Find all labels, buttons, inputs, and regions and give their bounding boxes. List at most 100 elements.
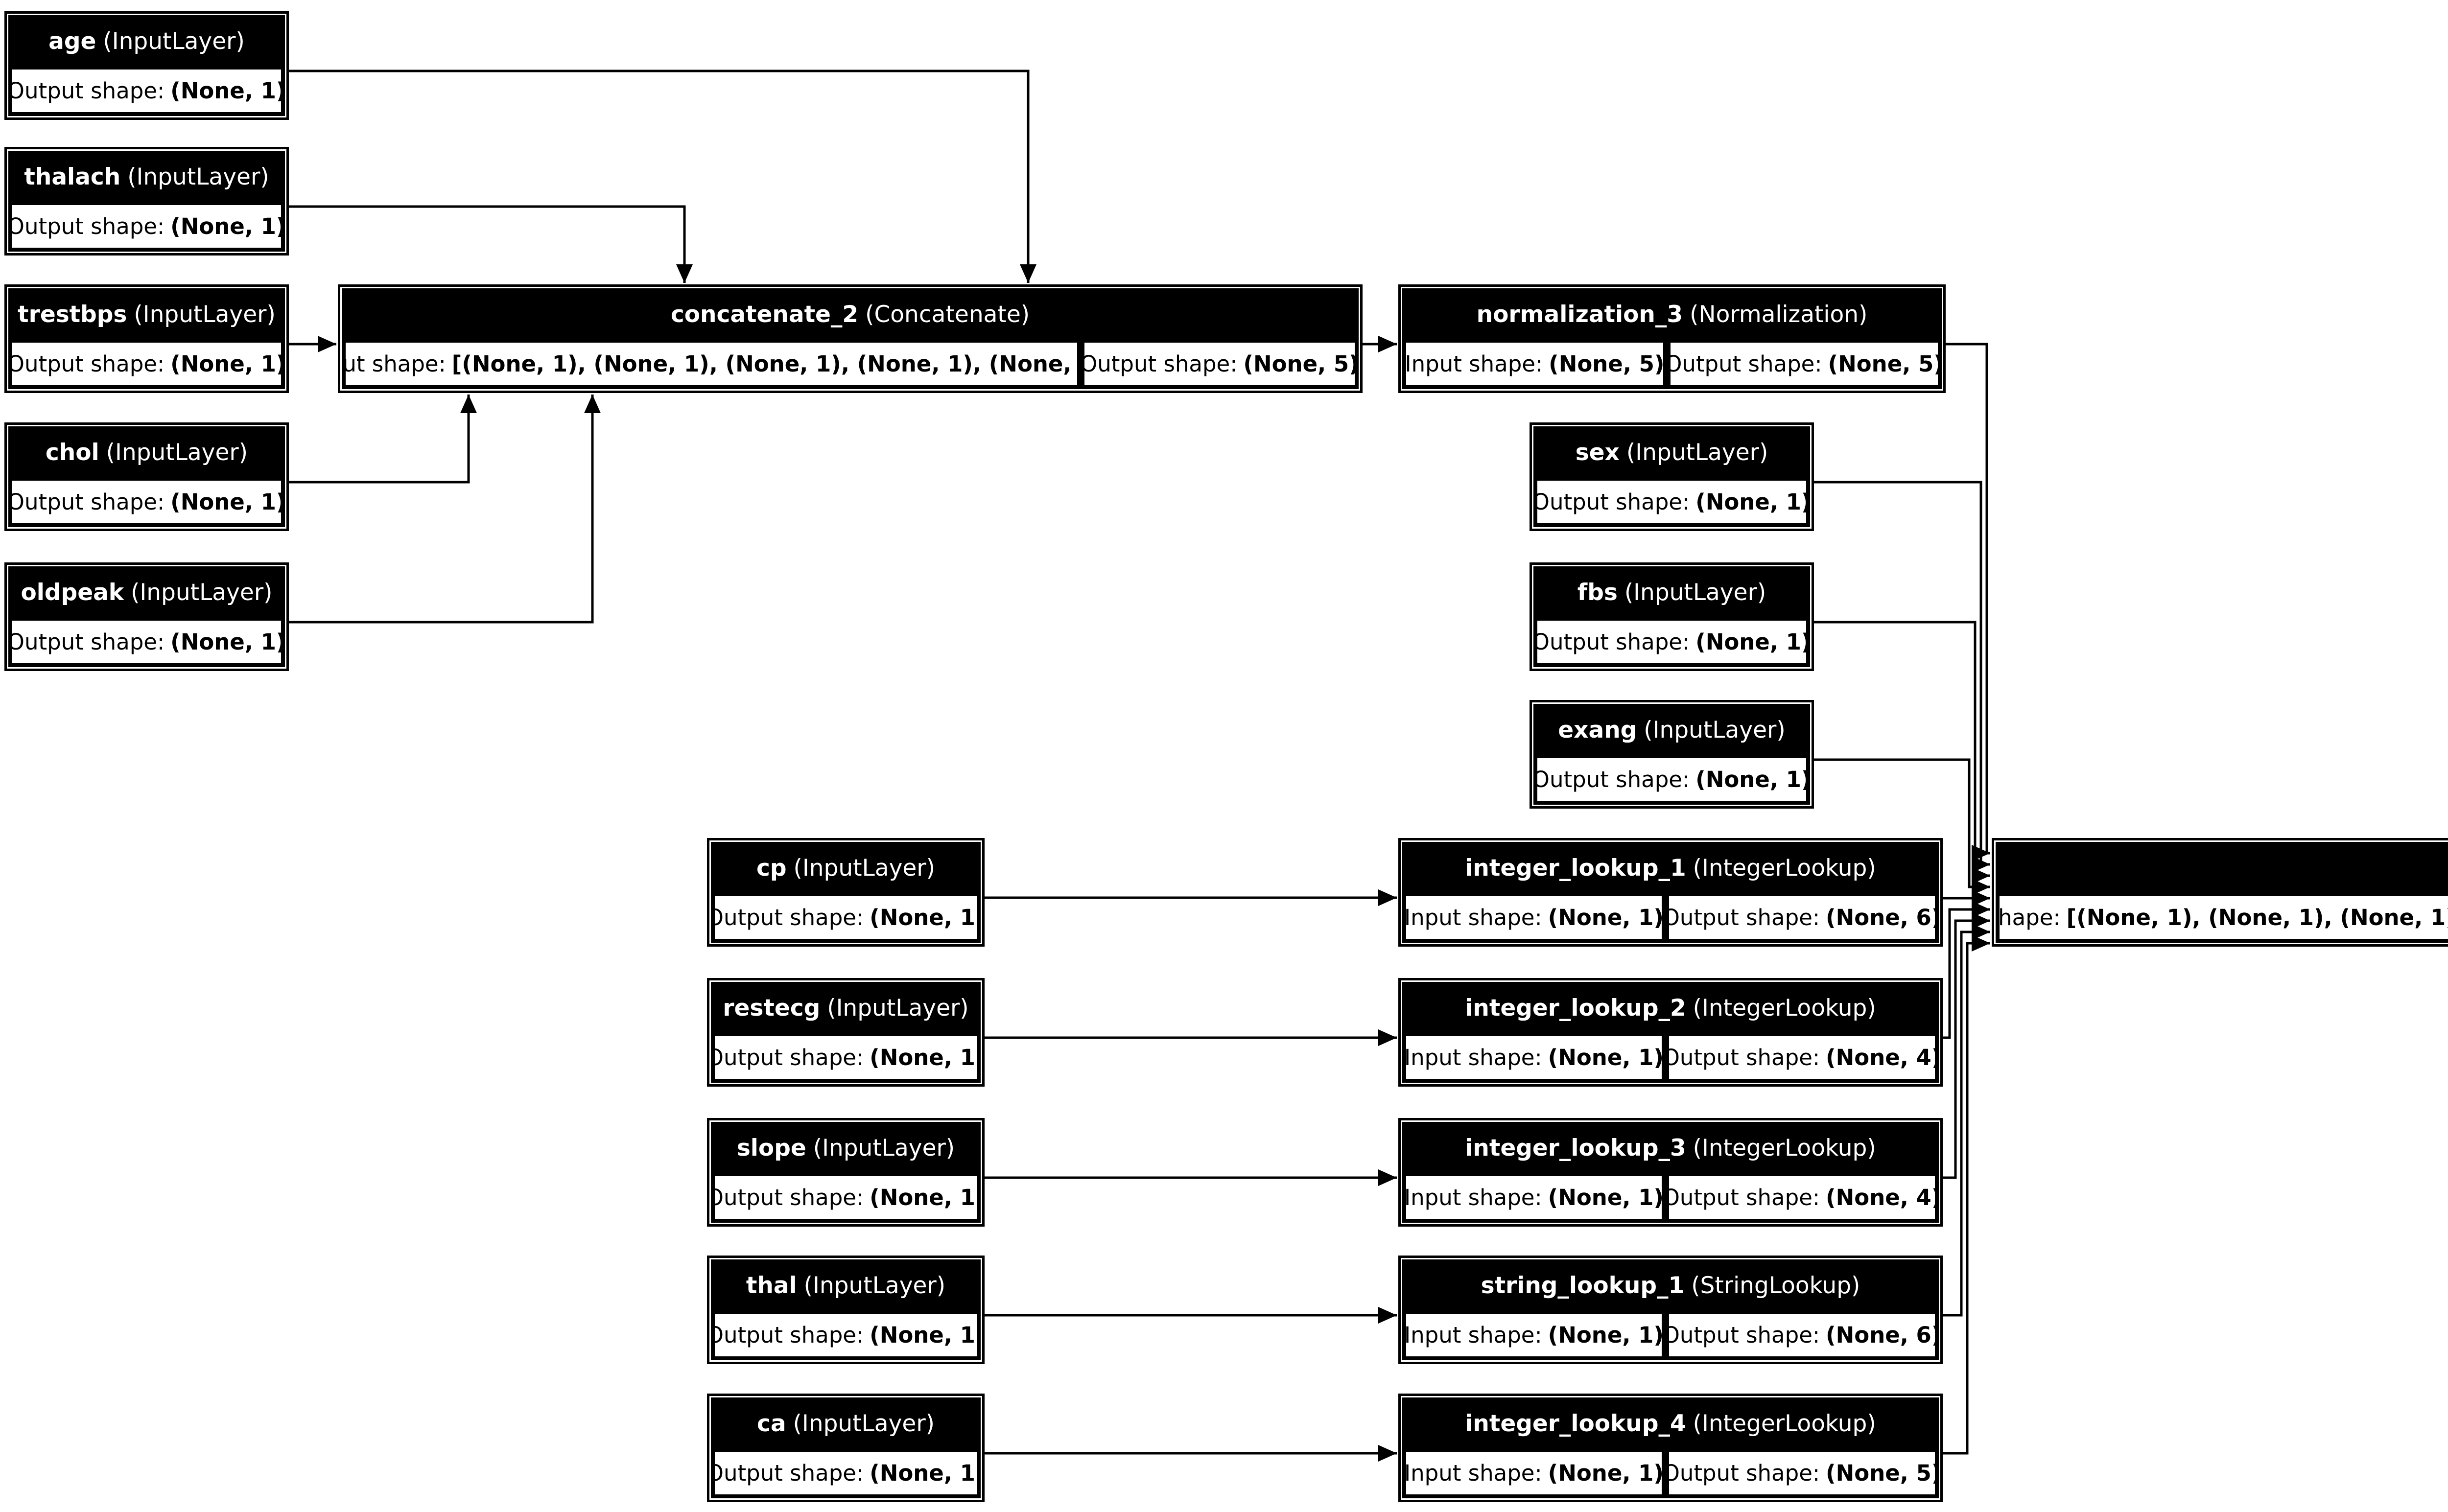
input-shape-cell: Input shape:[(None, 1), (None, 1), (None… (1998, 894, 2448, 941)
layer-type: (InputLayer) (793, 1410, 935, 1437)
layer-type: (InputLayer) (1644, 717, 1786, 744)
node-title: fbs(InputLayer) (1533, 566, 1810, 619)
input-shape-cell: Input shape:(None, 1) (1404, 1174, 1664, 1221)
node-title: age (InputLayer) (8, 15, 285, 68)
output-shape-cell: Output shape:(None, 6) (1667, 1312, 1937, 1358)
layer-name: integer_lookup_2 (1465, 995, 1686, 1022)
output-shape-cell: Output shape:(None, 1) (10, 203, 283, 250)
output-shape-value: (None, 6) (1826, 1322, 1937, 1348)
layer-name: ca (757, 1410, 786, 1437)
input-shape-label: Input shape: (1404, 905, 1542, 930)
layer-type: (InputLayer) (127, 163, 269, 190)
layer-type: (InputLayer) (1626, 439, 1768, 466)
node-slope: slope(InputLayer) Output shape:(None, 1) (707, 1118, 985, 1227)
layer-type: (InputLayer) (793, 855, 935, 882)
output-shape-value: (None, 1) (1695, 629, 1808, 655)
output-shape-label: Output shape: (10, 78, 165, 104)
output-shape-cell: Output shape:(None, 1) (10, 479, 283, 525)
output-shape-label: Output shape: (1667, 1185, 1820, 1210)
edge-normalization_3-concatenate_3 (1946, 343, 1990, 861)
layer-name: slope (736, 1135, 806, 1162)
input-shape-label: Input shape: (1998, 905, 2061, 930)
node-string_lookup_1: string_lookup_1(StringLookup) Input shap… (1398, 1256, 1943, 1364)
layer-type: (StringLookup) (1691, 1272, 1860, 1299)
output-shape-cell: Output shape:(None, 6) (1667, 894, 1937, 941)
node-title: integer_lookup_1(IntegerLookup) (1402, 842, 1939, 894)
input-shape-cell: Input shape:[(None, 1), (None, 1), (None… (344, 341, 1079, 387)
edge-oldpeak-concatenate_2 (289, 395, 601, 624)
input-shape-label: Input shape: (1404, 1185, 1542, 1210)
node-title: string_lookup_1(StringLookup) (1402, 1259, 1939, 1312)
output-shape-label: Output shape: (1535, 629, 1690, 655)
node-title: integer_lookup_3 (IntegerLookup) (1402, 1122, 1939, 1174)
layer-type: (Concatenate) (865, 301, 1030, 328)
output-shape-cell: Output shape:(None, 4) (1667, 1034, 1937, 1081)
output-shape-value: (None, 1) (870, 1185, 979, 1210)
edge-chol-concatenate_2 (289, 395, 477, 484)
node-title: trestbps(InputLayer) (8, 288, 285, 341)
node-concatenate_2: concatenate_2(Concatenate) Input shape:[… (338, 284, 1363, 393)
output-shape-value: (None, 1) (870, 1045, 979, 1070)
node-integer_lookup_3: integer_lookup_3 (IntegerLookup) Input sh… (1398, 1118, 1943, 1227)
layer-type: (InputLayer) (803, 1272, 946, 1299)
node-exang: exang (InputLayer) Output shape:(None, 1) (1530, 700, 1814, 809)
input-shape-value: [(None, 1), (None, 1), (None, 1), (None,… (2066, 905, 2448, 930)
node-restecg: restecg(InputLayer) Output shape:(None, … (707, 978, 985, 1087)
output-shape-value: (None, 1) (170, 351, 283, 377)
node-title: concatenate_3(Concatenate) (1996, 842, 2448, 894)
edge-integer_lookup_3-concatenate_3 (1943, 912, 1990, 1179)
node-title: integer_lookup_4 (IntegerLookup) (1402, 1397, 1939, 1450)
output-shape-value: (None, 4) (1826, 1185, 1937, 1210)
input-shape-cell: Input shape:(None, 5) (1404, 341, 1665, 387)
layer-type: (IntegerLookup) (1693, 855, 1876, 882)
edge-fbs-concatenate_3 (1814, 621, 1990, 884)
layer-name: string_lookup_1 (1481, 1272, 1685, 1299)
input-shape-cell: Input shape:(None, 1) (1404, 894, 1664, 941)
layer-name: restecg (723, 995, 821, 1022)
edge-exang-concatenate_3 (1814, 758, 1990, 895)
layer-type: (InputLayer) (103, 28, 245, 55)
output-shape-label: Output shape: (1667, 1460, 1820, 1486)
layer-name: age (48, 28, 96, 55)
output-shape-value: (None, 1) (1695, 489, 1808, 515)
layer-name: normalization_3 (1476, 301, 1683, 328)
layer-type: (InputLayer) (1624, 579, 1766, 606)
output-shape-cell: Output shape:(None, 1) (1535, 479, 1808, 525)
layer-type: (IntegerLookup) (1693, 1135, 1876, 1162)
input-shape-cell: Input shape:(None, 1) (1404, 1312, 1664, 1358)
layer-name: integer_lookup_4 (1465, 1410, 1686, 1437)
input-shape-value: (None, 1) (1548, 1322, 1664, 1348)
output-shape-label: Output shape: (1668, 351, 1822, 377)
layer-name: integer_lookup_3 (1465, 1135, 1686, 1162)
output-shape-cell: Output shape:(None, 5) (1667, 1450, 1937, 1496)
layer-type: (InputLayer) (131, 579, 273, 606)
output-shape-cell: Output shape:(None, 1) (10, 68, 283, 114)
edge-thalach-concatenate_2 (289, 205, 693, 283)
layer-name: exang (1558, 717, 1637, 744)
node-normalization_3: normalization_3 (Normalization) Input sha… (1398, 284, 1946, 393)
node-chol: chol(InputLayer) Output shape:(None, 1) (4, 422, 289, 531)
layer-type: (Normalization) (1690, 301, 1868, 328)
layer-type: (IntegerLookup) (1693, 1410, 1876, 1437)
output-shape-cell: Output shape:(None, 1) (1535, 619, 1808, 665)
node-thal: thal(InputLayer) Output shape:(None, 1) (707, 1256, 985, 1364)
output-shape-cell: Output shape:(None, 5) (1082, 341, 1357, 387)
node-title: oldpeak(InputLayer) (8, 566, 285, 619)
output-shape-label: Output shape: (10, 489, 165, 515)
output-shape-value: (None, 1) (1695, 767, 1808, 792)
output-shape-cell: Output shape:(None, 4) (1667, 1174, 1937, 1221)
layer-name: fbs (1577, 579, 1618, 606)
node-title: cp(InputLayer) (711, 842, 981, 894)
output-shape-label: Output shape: (10, 213, 165, 239)
output-shape-cell: Output shape:(None, 1) (1535, 756, 1808, 803)
edge-string_lookup_1-concatenate_3 (1943, 924, 1990, 1317)
node-integer_lookup_4: integer_lookup_4(IntegerLookup) Input sh… (1398, 1394, 1943, 1502)
edge-sex-concatenate_3 (1814, 481, 1990, 873)
input-shape-value: (None, 5) (1549, 351, 1665, 377)
layer-name: thal (746, 1272, 797, 1299)
output-shape-label: Output shape: (713, 1185, 864, 1210)
output-shape-value: (None, 5) (1826, 1460, 1937, 1486)
output-shape-label: Output shape: (713, 1322, 864, 1348)
